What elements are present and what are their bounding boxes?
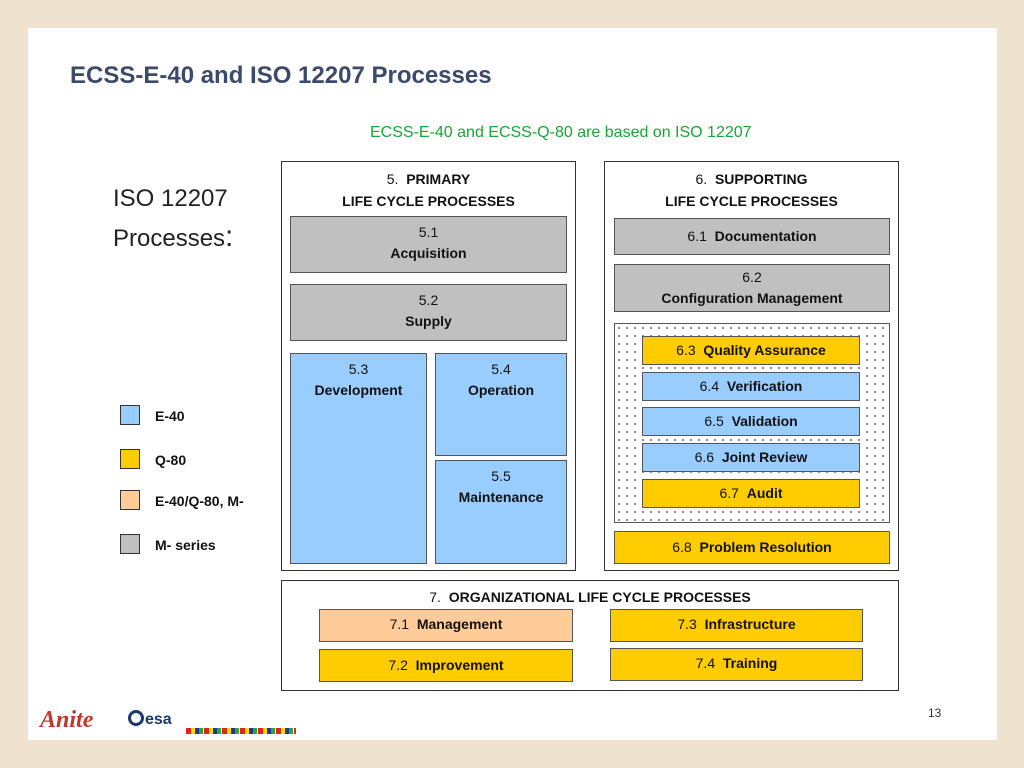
- process-box-validation: 6.5 Validation: [642, 407, 860, 436]
- process-label: Problem Resolution: [699, 539, 832, 555]
- process-number: 6.4: [699, 378, 720, 394]
- esa-logo-text: esa: [145, 711, 172, 728]
- process-label: Infrastructure: [704, 616, 796, 632]
- process-label: Supply: [405, 313, 452, 329]
- process-box-maintenance: 5.5 Maintenance: [435, 460, 567, 564]
- organizational-group-heading: 7. ORGANIZATIONAL LIFE CYCLE PROCESSES: [282, 586, 898, 608]
- primary-group-title: PRIMARY: [406, 171, 471, 187]
- supporting-group-subtitle: LIFE CYCLE PROCESSES: [665, 193, 838, 209]
- esa-logo: esa: [128, 710, 172, 729]
- process-box-joint-review: 6.6 Joint Review: [642, 443, 860, 472]
- process-label: Validation: [731, 413, 798, 429]
- organizational-processes-group: 7. ORGANIZATIONAL LIFE CYCLE PROCESSES 7…: [281, 580, 899, 691]
- esa-ring-icon: [128, 710, 144, 726]
- legend-swatch-e40-q80-m: [120, 490, 140, 510]
- process-box-operation: 5.4 Operation: [435, 353, 567, 456]
- process-label: Documentation: [714, 228, 817, 244]
- iso-label-line1: ISO 12207: [113, 185, 228, 212]
- slide-subtitle: ECSS-E-40 and ECSS-Q-80 are based on ISO…: [370, 124, 752, 141]
- process-number: 6.7: [719, 485, 739, 501]
- supporting-processes-group: 6. SUPPORTING LIFE CYCLE PROCESSES 6.1 D…: [604, 161, 899, 571]
- process-box-development: 5.3 Development: [290, 353, 427, 564]
- process-label: Verification: [726, 378, 803, 394]
- process-label: Joint Review: [721, 449, 808, 465]
- process-box-quality-assurance: 6.3 Quality Assurance: [642, 336, 860, 365]
- process-box-configuration-management: 6.2 Configuration Management: [614, 264, 890, 312]
- process-number: 7.1: [389, 616, 410, 632]
- process-label: Training: [722, 655, 778, 671]
- process-number: 7.4: [695, 655, 716, 671]
- primary-processes-group: 5. PRIMARY LIFE CYCLE PROCESSES 5.1 Acqu…: [281, 161, 576, 571]
- process-number: 5.1: [418, 224, 439, 240]
- process-number: 6.8: [672, 539, 692, 555]
- process-number: 7.2: [388, 657, 408, 673]
- legend-swatch-m-series: [120, 534, 140, 554]
- legend-label-m-series: M- series: [155, 537, 216, 553]
- process-box-supply: 5.2 Supply: [290, 284, 567, 341]
- organizational-group-title: ORGANIZATIONAL LIFE CYCLE PROCESSES: [448, 589, 751, 605]
- process-number: 6.3: [676, 342, 696, 358]
- process-box-verification: 6.4 Verification: [642, 372, 860, 401]
- iso-label-colon: :: [225, 220, 234, 253]
- anite-logo: Anite: [40, 707, 94, 733]
- legend-label-e40: E-40: [155, 408, 185, 424]
- supporting-group-number: 6.: [695, 171, 708, 187]
- organizational-group-number: 7.: [429, 589, 441, 605]
- process-box-problem-resolution: 6.8 Problem Resolution: [614, 531, 890, 564]
- process-box-training: 7.4 Training: [610, 648, 863, 681]
- slide-title: ECSS-E-40 and ISO 12207 Processes: [70, 62, 492, 89]
- iso-label-line2-text: Processes: [113, 225, 226, 252]
- process-number: 5.5: [491, 468, 511, 484]
- process-label: Acquisition: [390, 245, 467, 261]
- process-label: Configuration Management: [661, 290, 843, 306]
- process-label: Improvement: [415, 657, 504, 673]
- supporting-group-heading-line1: 6. SUPPORTING: [605, 168, 898, 190]
- process-label: Development: [314, 382, 403, 398]
- legend-swatch-e40: [120, 405, 140, 425]
- process-number: 5.4: [491, 361, 511, 377]
- process-box-acquisition: 5.1 Acquisition: [290, 216, 567, 273]
- process-box-improvement: 7.2 Improvement: [319, 649, 573, 682]
- process-number: 7.3: [677, 616, 697, 632]
- process-label: Operation: [467, 382, 535, 398]
- process-number: 5.3: [348, 361, 369, 377]
- process-number: 6.5: [704, 413, 724, 429]
- process-label: Quality Assurance: [703, 342, 826, 358]
- iso-processes-label: ISO 12207 Processes:: [113, 180, 233, 258]
- process-label: Maintenance: [458, 489, 544, 505]
- legend-label-e40-q80-m: E-40/Q-80, M-: [155, 493, 244, 509]
- primary-group-heading-line2: LIFE CYCLE PROCESSES: [282, 190, 575, 212]
- supporting-group-title: SUPPORTING: [714, 171, 808, 187]
- legend-swatch-q80: [120, 449, 140, 469]
- process-number: 5.2: [418, 292, 439, 308]
- process-box-infrastructure: 7.3 Infrastructure: [610, 609, 863, 642]
- process-number: 6.1: [687, 228, 707, 244]
- legend-label-q80: Q-80: [155, 452, 187, 468]
- process-box-management: 7.1 Management: [319, 609, 573, 642]
- supporting-group-heading-line2: LIFE CYCLE PROCESSES: [605, 190, 898, 212]
- process-box-documentation: 6.1 Documentation: [614, 218, 890, 255]
- process-number: 6.2: [742, 269, 762, 285]
- process-number: 6.6: [694, 449, 715, 465]
- member-flags-strip: [186, 728, 296, 734]
- process-box-audit: 6.7 Audit: [642, 479, 860, 508]
- process-label: Audit: [746, 485, 783, 501]
- primary-group-subtitle: LIFE CYCLE PROCESSES: [342, 193, 515, 209]
- process-label: Management: [416, 616, 503, 632]
- iso-label-line2: Processes:: [113, 218, 233, 258]
- page-number: 13: [928, 706, 942, 720]
- primary-group-number: 5.: [386, 171, 399, 187]
- primary-group-heading-line1: 5. PRIMARY: [282, 168, 575, 190]
